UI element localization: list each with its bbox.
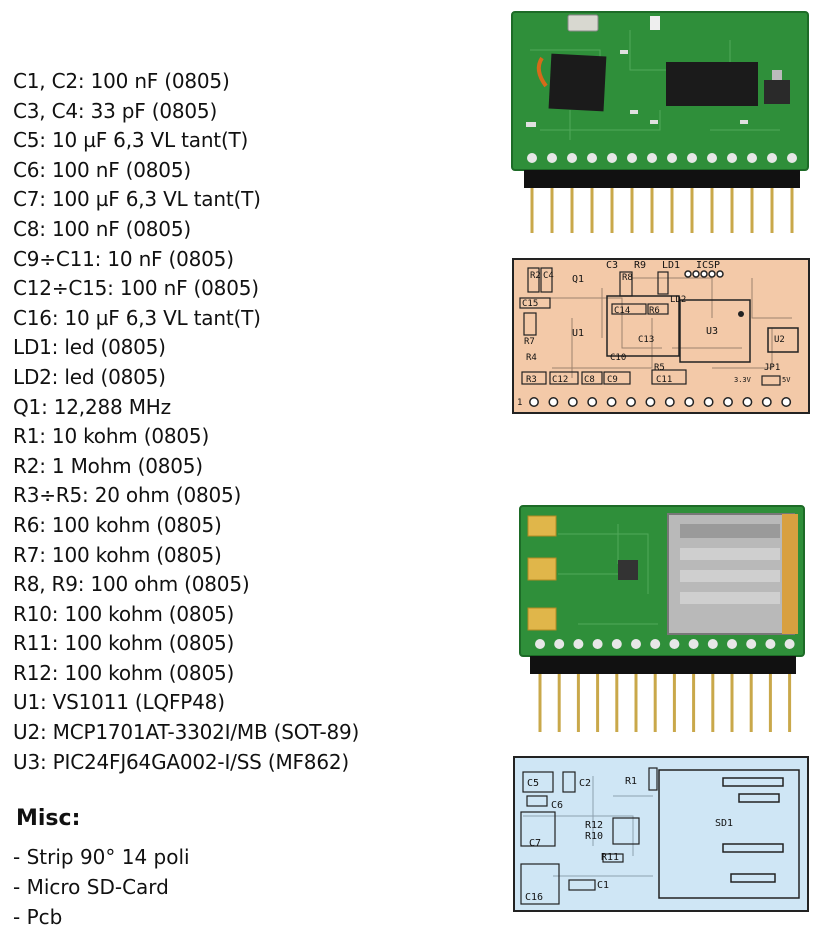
label-u3: U3 xyxy=(706,326,718,337)
parts-list-item: U3: PIC24FJ64GA002-I/SS (MF862) xyxy=(13,749,349,774)
label-c13: C13 xyxy=(638,335,654,345)
label-pin1: 1 xyxy=(517,398,522,408)
label-c3: C3 xyxy=(606,260,618,271)
board-top-photo xyxy=(511,11,809,233)
parts-list-item: C12÷C15: 100 nF (0805) xyxy=(13,276,259,301)
label-c7: C7 xyxy=(529,838,541,849)
label-r8: R8 xyxy=(622,273,633,283)
board-bottom-photo xyxy=(519,505,805,732)
label-c5: C5 xyxy=(527,778,539,789)
misc-list-item: - Micro SD-Card xyxy=(13,875,169,899)
label-u1: U1 xyxy=(572,328,584,339)
parts-list-item: R1: 10 kohm (0805) xyxy=(13,424,210,449)
label-5v: 5V xyxy=(782,376,791,384)
label-r5: R5 xyxy=(654,363,665,373)
parts-list-item: R7: 100 kohm (0805) xyxy=(13,542,222,567)
parts-list-item: C6: 100 nF (0805) xyxy=(13,157,191,182)
label-c15: C15 xyxy=(522,299,538,309)
label-r4: R4 xyxy=(526,353,537,363)
label-c4: C4 xyxy=(543,271,554,281)
label-ld1: LD1 xyxy=(662,260,680,271)
label-r3: R3 xyxy=(526,375,537,385)
misc-list-item: - Pcb xyxy=(13,905,63,929)
label-c2: C2 xyxy=(579,778,591,789)
parts-list-item: C9÷C11: 10 nF (0805) xyxy=(13,246,234,271)
label-u2: U2 xyxy=(774,335,785,345)
board-bottom-layout: C5 C2 R1 C6 R12 R10 SD1 C7 R11 C16 C1 xyxy=(513,756,809,912)
label-jp1: JP1 xyxy=(764,363,780,373)
parts-list-item: R11: 100 kohm (0805) xyxy=(13,631,235,656)
parts-list: C1, C2: 100 nF (0805) C3, C4: 33 pF (0805… xyxy=(13,67,359,777)
label-c16: C16 xyxy=(525,892,543,903)
parts-list-item: R2: 1 Mohm (0805) xyxy=(13,453,203,478)
parts-list-item: Q1: 12,288 MHz xyxy=(13,394,171,419)
parts-list-item: LD1: led (0805) xyxy=(13,335,166,360)
misc-list-item: - Strip 90° 14 poli xyxy=(13,845,190,869)
parts-list-item: R8, R9: 100 ohm (0805) xyxy=(13,572,250,597)
label-q1: Q1 xyxy=(572,274,584,285)
board-top-layout: C3 R9 LD1 ICSP R2 C4 Q1 R8 LD2 C15 C14 R… xyxy=(512,258,810,414)
label-r12: R12 xyxy=(585,820,603,831)
parts-list-item: R6: 100 kohm (0805) xyxy=(13,512,222,537)
parts-list-item: C5: 10 µF 6,3 VL tant(T) xyxy=(13,128,249,153)
label-c1: C1 xyxy=(597,880,609,891)
label-c10: C10 xyxy=(610,353,626,363)
parts-list-item: C16: 10 µF 6,3 VL tant(T) xyxy=(13,305,261,330)
parts-list-item: C1, C2: 100 nF (0805) xyxy=(13,69,230,93)
label-3v3: 3.3V xyxy=(734,376,752,384)
misc-list: - Strip 90° 14 poli - Micro SD-Card - Pcb xyxy=(13,842,190,932)
label-r10: R10 xyxy=(585,831,603,842)
label-c9: C9 xyxy=(607,375,618,385)
label-sd1: SD1 xyxy=(715,818,733,829)
parts-list-item: C8: 100 nF (0805) xyxy=(13,216,191,241)
parts-list-item: R12: 100 kohm (0805) xyxy=(13,660,235,685)
label-icsp: ICSP xyxy=(696,260,720,271)
parts-list-item: LD2: led (0805) xyxy=(13,364,166,389)
label-r6: R6 xyxy=(649,306,660,316)
label-r9: R9 xyxy=(634,260,646,271)
label-c6: C6 xyxy=(551,800,563,811)
label-r2: R2 xyxy=(530,271,541,281)
parts-list-item: C3, C4: 33 pF (0805) xyxy=(13,98,218,123)
label-c11: C11 xyxy=(656,375,672,385)
parts-list-item: R3÷R5: 20 ohm (0805) xyxy=(13,483,242,508)
parts-list-item: R10: 100 kohm (0805) xyxy=(13,601,235,626)
label-ld2: LD2 xyxy=(670,295,686,305)
label-c14: C14 xyxy=(614,306,630,316)
label-c8: C8 xyxy=(584,375,595,385)
parts-list-item: U2: MCP1701AT-3302I/MB (SOT-89) xyxy=(13,720,360,745)
label-c12: C12 xyxy=(552,375,568,385)
parts-list-item: U1: VS1011 (LQFP48) xyxy=(13,690,225,715)
parts-list-item: C7: 100 µF 6,3 VL tant(T) xyxy=(13,187,261,212)
label-r11: R11 xyxy=(601,852,619,863)
label-r7: R7 xyxy=(524,337,535,347)
label-r1: R1 xyxy=(625,776,637,787)
misc-title: Misc: xyxy=(16,806,81,831)
